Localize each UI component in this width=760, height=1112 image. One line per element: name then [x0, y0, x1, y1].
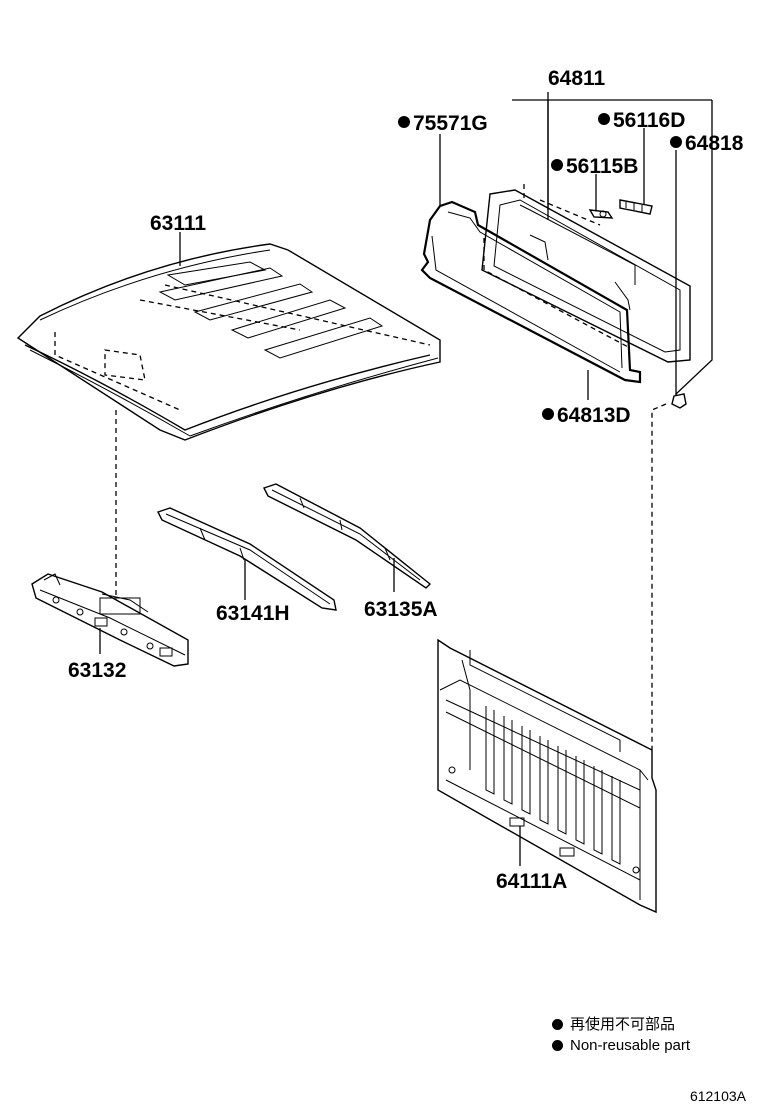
- part-label-56116d[interactable]: 56116D: [613, 109, 685, 132]
- roof-bow-front-drawing: [157, 507, 337, 611]
- part-label-56115b[interactable]: 56115B: [566, 155, 638, 178]
- non-reusable-dot-icon: [552, 1040, 563, 1051]
- part-label-64111a[interactable]: 64111A: [496, 870, 567, 893]
- part-label-63135a[interactable]: 63135A: [364, 598, 438, 621]
- legend-jp-text: 再使用不可部品: [570, 1016, 676, 1033]
- part-label-64811[interactable]: 64811: [548, 67, 606, 90]
- legend-row-en: Non-reusable part: [552, 1035, 690, 1056]
- part-label-75571g[interactable]: 75571G: [413, 112, 488, 135]
- roof-bow-rear-drawing: [263, 483, 432, 589]
- non-reusable-dot: [598, 113, 610, 125]
- legend: 再使用不可部品 Non-reusable part: [552, 1014, 690, 1056]
- back-window-drawing: [481, 184, 691, 363]
- legend-row-jp: 再使用不可部品: [552, 1014, 690, 1035]
- part-label-63132[interactable]: 63132: [68, 659, 126, 682]
- part-label-63111[interactable]: 63111: [150, 212, 206, 235]
- roof-panel-drawing: [16, 243, 441, 441]
- header-panel-drawing: [31, 573, 189, 667]
- clip-parts-drawing: [588, 199, 653, 219]
- legend-en-text: Non-reusable part: [570, 1037, 691, 1054]
- diagram-code: 612103A: [689, 1088, 746, 1104]
- non-reusable-dot: [542, 408, 554, 420]
- part-label-64813d[interactable]: 64813D: [557, 404, 631, 427]
- non-reusable-dot: [398, 116, 410, 128]
- non-reusable-dot: [551, 159, 563, 171]
- back-panel-drawing: [437, 638, 657, 914]
- part-label-63141h[interactable]: 63141H: [216, 602, 290, 625]
- bracket-64818-drawing: [671, 393, 687, 409]
- non-reusable-dot-icon: [552, 1019, 563, 1030]
- weatherstrip-drawing: [420, 200, 642, 384]
- non-reusable-dot: [670, 136, 682, 148]
- part-label-64818[interactable]: 64818: [685, 132, 744, 155]
